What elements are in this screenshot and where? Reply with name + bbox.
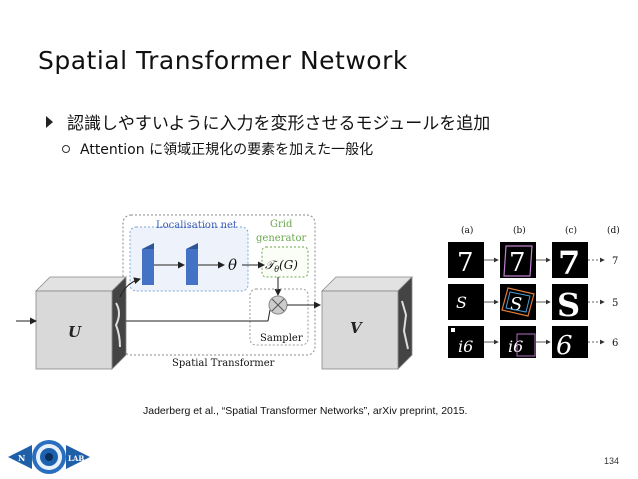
svg-text:7: 7 bbox=[457, 248, 474, 278]
module-label: Spatial Transformer bbox=[172, 358, 275, 369]
grid-generator-box bbox=[261, 246, 309, 278]
spatial-transformer-diagram: Localisation net Grid generator θ 𝒯θ(G) … bbox=[16, 214, 413, 370]
bullet-sub-text: Attention に領域正規化の要素を加えた一般化 bbox=[80, 142, 374, 158]
spatial-transformer-box bbox=[122, 214, 316, 356]
tau-symbol: 𝒯θ(G) bbox=[265, 258, 298, 274]
svg-text:i6: i6 bbox=[508, 337, 523, 356]
bullet-sub: Attention に領域正規化の要素を加えた一般化 bbox=[62, 139, 373, 159]
output-label: V bbox=[350, 319, 363, 337]
svg-text:7: 7 bbox=[509, 248, 526, 278]
svg-text:7: 7 bbox=[558, 244, 580, 282]
grid-label-2: generator bbox=[256, 233, 306, 244]
row1-output bbox=[552, 242, 588, 278]
input-label: U bbox=[68, 323, 82, 341]
row2-output bbox=[552, 284, 588, 320]
sampler-label: Sampler bbox=[260, 333, 303, 344]
svg-text:i6: i6 bbox=[458, 337, 473, 356]
triangle-bullet-icon bbox=[46, 115, 53, 128]
row3-box bbox=[500, 326, 536, 358]
row2-digit: 5 bbox=[612, 298, 618, 309]
conv-block-1 bbox=[142, 243, 154, 285]
row2-input bbox=[448, 284, 484, 320]
localisation-net-label: Localisation net bbox=[156, 220, 237, 231]
row3-output bbox=[552, 326, 588, 358]
row3-digit: 6 bbox=[612, 338, 618, 349]
row1-digit: 7 bbox=[612, 256, 618, 267]
bullet-main-text: 認識しやすいように入力を変形させるモジュールを追加 bbox=[67, 114, 491, 134]
grid-label-1: Grid bbox=[270, 219, 293, 230]
col-label-c: (c) bbox=[565, 225, 577, 236]
theta-symbol: θ bbox=[228, 256, 237, 274]
bullet-main: 認識しやすいように入力を変形させるモジュールを追加 bbox=[46, 109, 490, 134]
logo-lab: LAB bbox=[68, 454, 84, 463]
logo-n: N bbox=[18, 453, 25, 463]
slide-title: Spatial Transformer Network bbox=[38, 46, 408, 75]
svg-text:6: 6 bbox=[556, 331, 573, 360]
col-label-b: (b) bbox=[513, 225, 526, 236]
page-number: 134 bbox=[604, 456, 620, 466]
citation: Jaderberg et al., “Spatial Transformer N… bbox=[143, 405, 468, 417]
svg-text:S: S bbox=[557, 286, 580, 324]
svg-text:S: S bbox=[456, 293, 467, 312]
sampler-box bbox=[249, 288, 309, 346]
input-cube bbox=[35, 276, 127, 370]
col-label-a: (a) bbox=[461, 225, 473, 236]
digit-examples: (a) (b) (c) (d) 7 7 7 7 S S S 5 i6 i6 bbox=[448, 225, 620, 360]
row1-input bbox=[448, 242, 484, 278]
ring-bullet-icon bbox=[62, 145, 70, 153]
lab-logo: N LAB bbox=[8, 440, 90, 474]
output-cube bbox=[321, 276, 413, 370]
conv-block-2 bbox=[186, 243, 198, 285]
col-label-d: (d) bbox=[607, 225, 620, 236]
